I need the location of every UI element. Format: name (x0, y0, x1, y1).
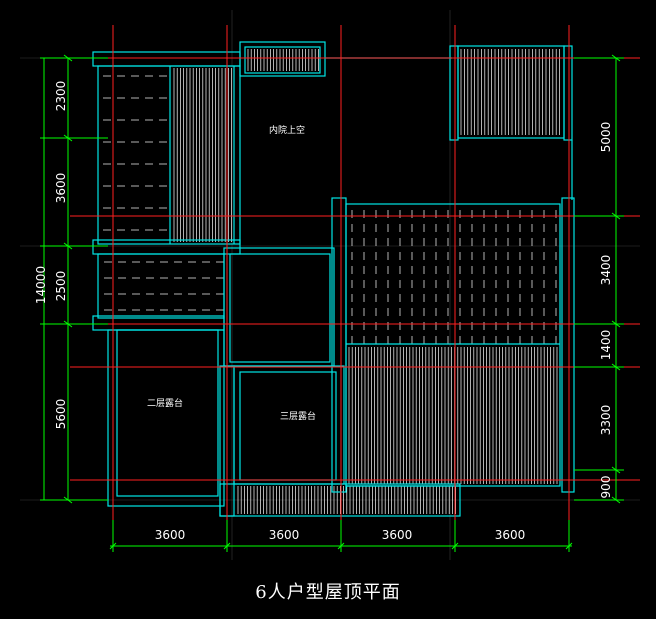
room-labels: 内院上空 二层露台 三层露台 (147, 124, 316, 422)
dim-right-4: 3300 (599, 405, 613, 436)
dim-tick (611, 363, 621, 371)
dim-tick (565, 542, 573, 550)
room-courtyard-label: 内院上空 (269, 124, 305, 136)
dim-right-5: 900 (599, 476, 613, 499)
dim-bottom-1: 3600 (155, 528, 186, 542)
dim-tick (611, 320, 621, 328)
dim-tick (337, 542, 345, 550)
dim-tick (611, 212, 621, 220)
dim-bottom-3: 3600 (382, 528, 413, 542)
dim-tick (611, 466, 621, 474)
dimension-labels: 14000 2300 3600 2500 5600 5000 3400 1400… (34, 81, 613, 542)
dim-right-2: 3400 (599, 255, 613, 286)
dim-right-3: 1400 (599, 330, 613, 361)
dim-tick (63, 134, 73, 142)
dim-bottom-4: 3600 (495, 528, 526, 542)
dim-left-1: 2300 (54, 81, 68, 112)
dim-tick (451, 542, 459, 550)
dim-tick (223, 542, 231, 550)
dim-right-1: 5000 (599, 122, 613, 153)
dim-tick (63, 496, 73, 504)
dim-tick (63, 54, 73, 62)
dim-left-4: 5600 (54, 399, 68, 430)
dim-tick (109, 542, 117, 550)
axis-lines (70, 25, 640, 548)
dim-left-2: 3600 (54, 173, 68, 204)
dimension-lines (40, 54, 624, 552)
dim-tick (611, 496, 621, 504)
drawing-title: 6人户型屋顶平面 (255, 582, 401, 603)
dim-tick (63, 242, 73, 250)
dim-tick (63, 320, 73, 328)
room-terrace-2f-label: 二层露台 (147, 397, 183, 409)
dim-bottom-2: 3600 (269, 528, 300, 542)
dim-tick (611, 54, 621, 62)
dim-left-total: 14000 (34, 266, 48, 304)
room-terrace-3f-label: 三层露台 (280, 410, 316, 422)
dim-left-3: 2500 (54, 271, 68, 302)
roof-tile-hatching (103, 49, 560, 514)
